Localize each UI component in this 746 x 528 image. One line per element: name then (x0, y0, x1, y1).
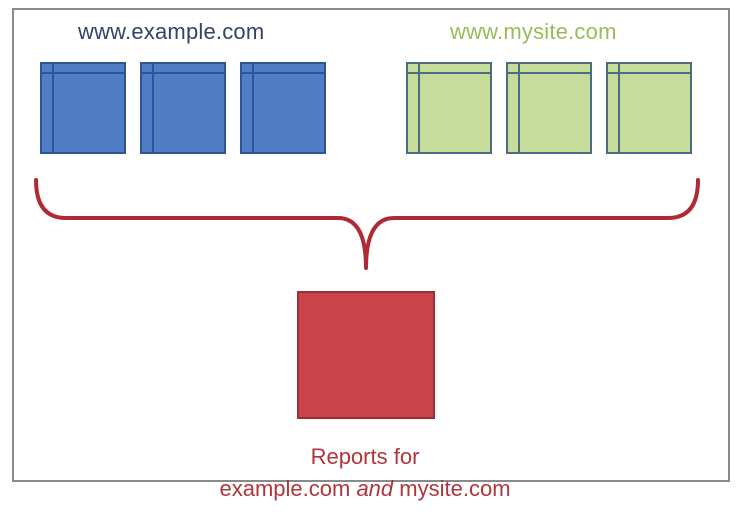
example-page-2 (140, 62, 226, 154)
mysite-page-2 (506, 62, 592, 154)
mysite-page-1 (406, 62, 492, 154)
example-site-label: www.example.com (78, 19, 265, 44)
mysite-page-3 (606, 62, 692, 154)
example-page-3 (240, 62, 326, 154)
report-caption-line2: example.com and mysite.com (150, 476, 580, 502)
report-caption-and: and (356, 476, 394, 501)
report-caption-line1: Reports for (310, 444, 420, 469)
report-caption-mysite: mysite.com (399, 476, 511, 501)
mysite-site-label: www.mysite.com (450, 19, 617, 44)
example-page-1 (40, 62, 126, 154)
reports-box (297, 291, 435, 419)
report-caption-example: example.com (219, 476, 351, 501)
